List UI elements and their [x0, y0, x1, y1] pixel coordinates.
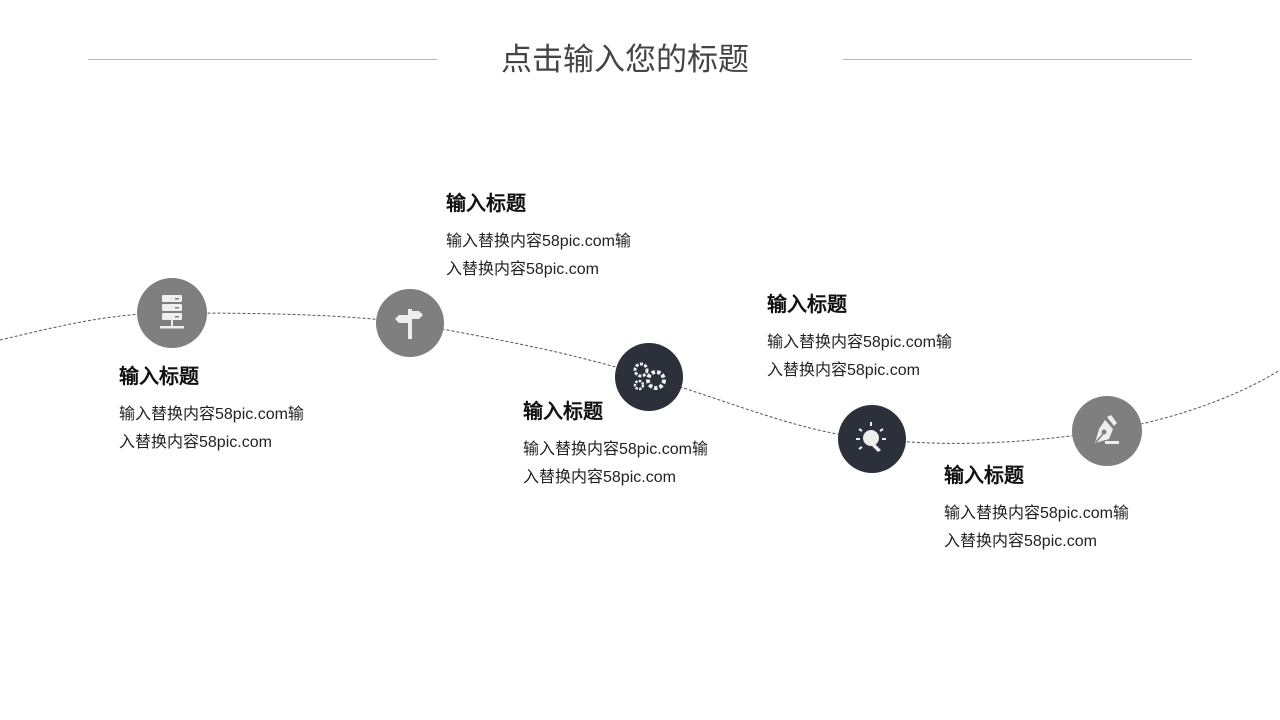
server-icon	[160, 295, 184, 329]
header-divider-left	[88, 59, 437, 60]
step-4-text: 输入标题 输入替换内容58pic.com输入替换内容58pic.com	[767, 293, 952, 385]
lightbulb-icon	[856, 422, 886, 452]
step-desc-line: 输入替换内容58pic.com输	[944, 505, 1129, 522]
step-title: 输入标题	[767, 294, 847, 316]
step-desc-line: 输入替换内容58pic.com输	[119, 406, 304, 423]
step-title: 输入标题	[119, 366, 199, 388]
step-desc-line: 入替换内容58pic.com	[767, 362, 920, 379]
step-2-text: 输入标题 输入替换内容58pic.com输入替换内容58pic.com	[446, 192, 631, 284]
step-5-node	[1072, 396, 1142, 466]
step-1-text: 输入标题 输入替换内容58pic.com输入替换内容58pic.com	[119, 365, 304, 457]
step-title: 输入标题	[944, 465, 1024, 487]
gears-icon	[633, 362, 666, 391]
step-desc-line: 输入替换内容58pic.com输	[767, 334, 952, 351]
step-3-text: 输入标题 输入替换内容58pic.com输入替换内容58pic.com	[523, 400, 708, 492]
step-desc-line: 入替换内容58pic.com	[119, 434, 272, 451]
step-title: 输入标题	[446, 193, 526, 215]
signpost-icon	[395, 309, 423, 339]
step-1-node	[137, 278, 207, 348]
step-desc-line: 输入替换内容58pic.com输	[523, 441, 708, 458]
step-title: 输入标题	[523, 401, 603, 423]
page-title: 点击输入您的标题	[501, 42, 749, 77]
step-desc-line: 入替换内容58pic.com	[523, 469, 676, 486]
step-2-node	[376, 289, 444, 357]
step-desc-line: 入替换内容58pic.com	[446, 261, 599, 278]
step-desc-line: 输入替换内容58pic.com输	[446, 233, 631, 250]
step-desc-line: 入替换内容58pic.com	[944, 533, 1097, 550]
step-4-node	[838, 405, 906, 473]
pen-nib-icon	[1095, 415, 1119, 444]
step-3-node	[615, 343, 683, 411]
step-5-text: 输入标题 输入替换内容58pic.com输入替换内容58pic.com	[944, 464, 1129, 556]
header-divider-right	[843, 59, 1192, 60]
